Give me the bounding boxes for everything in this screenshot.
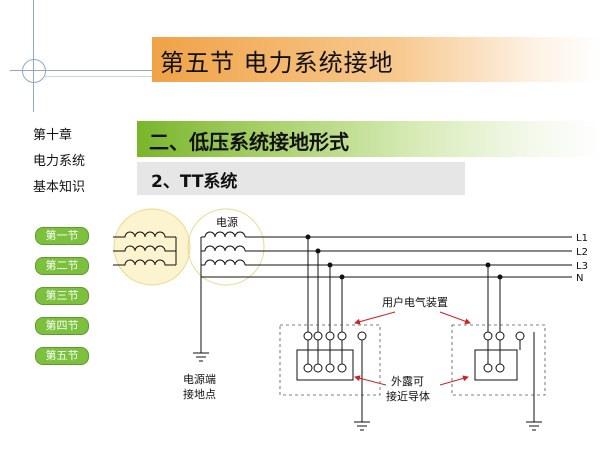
equipment-1-wiring <box>296 340 363 422</box>
decor-vertical-line <box>33 0 34 112</box>
equipment-1-terminals <box>303 331 367 373</box>
exposed-label-line-2: 接近导体 <box>386 389 430 403</box>
source-ground-symbol <box>193 277 209 362</box>
title-bar: 第五节 电力系统接地 <box>152 37 600 82</box>
subsection-bar: 2、TT系统 <box>137 162 465 195</box>
line-label-l2: L2 <box>576 247 588 258</box>
section-bar: 二、低压系统接地形式 <box>137 121 600 157</box>
equipment-label: 用户电气装置 <box>382 295 448 309</box>
chapter-line-3: 基本知识 <box>33 180 86 195</box>
line-label-l1: L1 <box>576 233 588 244</box>
transformer-secondary-circle <box>187 208 265 286</box>
page-title: 第五节 电力系统接地 <box>160 49 394 77</box>
transformer-primary-circle <box>113 208 191 286</box>
equipment-arrow-right <box>439 311 471 325</box>
equipment-2-ground-symbol <box>526 421 542 431</box>
equipment-1-enclosure <box>279 324 381 396</box>
nav-button-section-5[interactable]: 第五节 <box>35 347 89 365</box>
junction-dots <box>305 234 503 280</box>
chapter-line-1: 第十章 <box>33 128 73 143</box>
exposed-label-line-1: 外露可 <box>391 375 424 388</box>
equipment-2-wiring <box>474 332 535 422</box>
equipment-2-enclosure <box>451 324 546 396</box>
exposed-arrow-right <box>439 375 469 386</box>
decor-horizontal-line-2 <box>45 76 160 77</box>
nav-button-section-2[interactable]: 第二节 <box>35 257 89 275</box>
line-label-n: N <box>576 273 583 284</box>
nav-button-section-3[interactable]: 第三节 <box>35 287 89 305</box>
equipment-arrow-left <box>354 311 396 325</box>
decor-circle <box>22 59 46 83</box>
equipment-2-terminals <box>483 331 525 373</box>
secondary-windings <box>200 231 246 277</box>
subsection-title: 2、TT系统 <box>151 172 238 192</box>
equipment-1-ground-symbol <box>354 421 370 431</box>
source-label: 电源 <box>216 215 238 229</box>
busbars <box>201 236 572 278</box>
chapter-line-2: 电力系统 <box>33 154 86 169</box>
primary-windings <box>113 231 177 266</box>
decor-horizontal-line <box>10 70 160 71</box>
ground-label-line-2: 接地点 <box>183 388 216 401</box>
section-title: 二、低压系统接地形式 <box>149 130 349 154</box>
exposed-arrow-left <box>354 375 387 386</box>
line-label-l3: L3 <box>576 261 588 272</box>
nav-button-section-1[interactable]: 第一节 <box>35 227 89 245</box>
equipment-1-feeders <box>307 237 343 332</box>
ground-label-line-1: 电源端 <box>183 372 216 386</box>
nav-button-section-4[interactable]: 第四节 <box>35 317 89 335</box>
equipment-2-feeders <box>487 265 501 332</box>
